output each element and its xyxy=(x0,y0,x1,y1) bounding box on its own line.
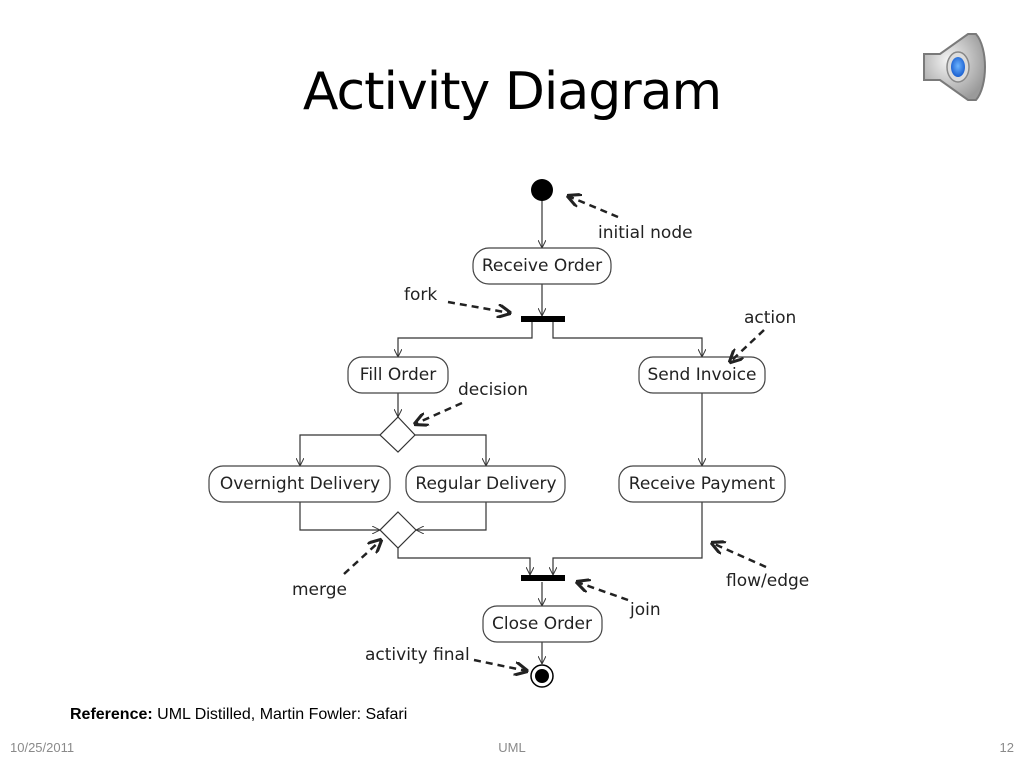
action-send-invoice xyxy=(638,356,766,394)
initial-node xyxy=(531,179,553,201)
action-receive-payment xyxy=(618,465,786,503)
arrow-merge xyxy=(343,540,381,575)
arrow-action xyxy=(730,329,765,362)
decision-node xyxy=(379,416,416,453)
label-overnight-delivery: Overnight Delivery xyxy=(220,474,380,494)
label-regular-delivery: Regular Delivery xyxy=(415,474,556,494)
arrow-fork xyxy=(447,300,510,313)
label-receive-order: Receive Order xyxy=(482,256,602,276)
action-fill-order xyxy=(347,356,449,394)
annotation-join: join xyxy=(629,600,661,620)
annotation-merge: merge xyxy=(292,580,347,600)
annotation-action: action xyxy=(744,308,796,328)
annotation-fork: fork xyxy=(404,285,437,305)
reference-label: Reference: xyxy=(70,706,153,723)
page-number: 12 xyxy=(999,740,1014,755)
join-bar xyxy=(521,575,565,581)
action-receive-order xyxy=(472,247,612,285)
label-fill-order: Fill Order xyxy=(360,365,436,385)
arrow-flow-edge xyxy=(712,543,767,569)
annotation-flow-edge: flow/edge xyxy=(726,571,809,591)
arrow-activity-final xyxy=(473,658,527,671)
arrow-initial-node xyxy=(568,196,619,219)
arrow-join xyxy=(577,582,629,602)
annotation-activity-final: activity final xyxy=(365,645,470,665)
footer-center: UML xyxy=(498,740,526,755)
speaker-icon[interactable] xyxy=(918,28,996,106)
label-receive-payment: Receive Payment xyxy=(629,474,776,494)
footer-date: 10/25/2011 xyxy=(10,740,75,755)
reference-line: Reference: UML Distilled, Martin Fowler:… xyxy=(70,706,407,724)
fork-bar xyxy=(521,316,565,322)
action-close-order xyxy=(482,605,603,643)
arrow-decision xyxy=(415,401,463,424)
label-close-order: Close Order xyxy=(492,614,592,634)
annotation-decision: decision xyxy=(458,380,528,400)
annotation-initial-node: initial node xyxy=(598,223,693,243)
reference-text: UML Distilled, Martin Fowler: Safari xyxy=(152,706,408,723)
action-regular-delivery xyxy=(405,465,566,503)
merge-node xyxy=(379,511,417,549)
action-overnight-delivery xyxy=(208,465,391,503)
slide-title: Activity Diagram xyxy=(302,62,722,122)
label-send-invoice: Send Invoice xyxy=(648,365,757,385)
